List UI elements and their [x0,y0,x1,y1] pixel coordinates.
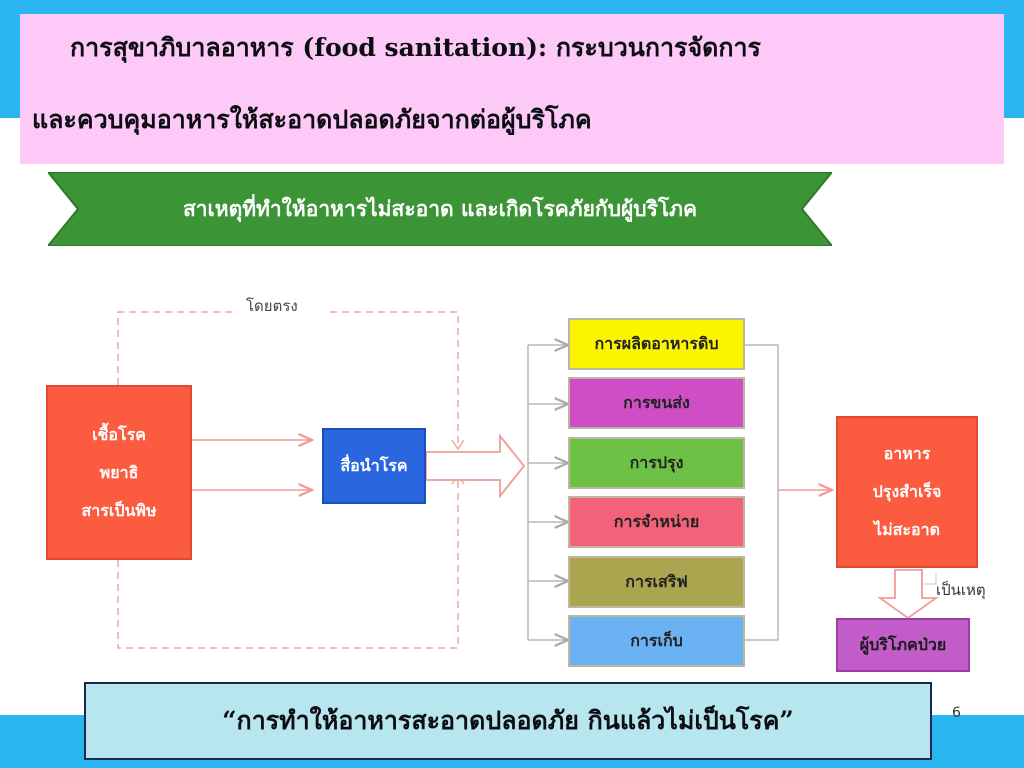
steps-right-bracket [745,344,779,641]
direct-label: โดยตรง [246,297,298,315]
cause-label-tick [922,572,937,585]
quote-box: “การทำให้อาหารสะอาดปลอดภัย กินแล้วไม่เป็… [84,682,932,760]
step-transport: การขนส่ง [568,377,745,429]
source-item-toxins: สารเป็นพิษ [81,500,157,520]
vector-to-steps-arrow [425,433,526,499]
step-cooking: การปรุง [568,437,745,489]
header-box: การสุขาภิบาลอาหาร (food sanitation): กระ… [20,14,1004,164]
header-line-2: และควบคุมอาหารให้สะอาดปลอดภัยจากต่อผู้บร… [32,105,592,134]
cause-label: เป็นเหตุ [936,581,986,599]
page-number: 6 [952,705,961,721]
step-selling: การจำหน่าย [568,496,745,548]
result-line-prepared: ปรุงสำเร็จ [872,482,942,501]
cause-banner: สาเหตุที่ทำให้อาหารไม่สะอาด และเกิดโรคภั… [48,172,832,246]
steps-left-ticks [528,345,568,640]
step-raw-production: การผลิตอาหารดิบ [568,318,745,370]
result-to-outcome-arrow [877,569,939,620]
quote-text: “การทำให้อาหารสะอาดปลอดภัย กินแล้วไม่เป็… [222,706,794,735]
source-item-germs: เชื้อโรค [92,424,146,444]
step-serving: การเสริฟ [568,556,745,608]
direct-path [117,311,459,649]
source-box: เชื้อโรค พยาธิ สารเป็นพิษ [46,385,192,560]
step-storage: การเก็บ [568,615,745,667]
outcome-box: ผู้บริโภคป่วย [836,618,970,672]
header-line-1: การสุขาภิบาลอาหาร (food sanitation): กระ… [70,33,761,62]
result-line-food: อาหาร [883,444,931,463]
vector-box: สื่อนำโรค [322,428,426,504]
source-item-parasites: พยาธิ [99,462,139,482]
result-box: อาหาร ปรุงสำเร็จ ไม่สะอาด [836,416,978,568]
result-line-unclean: ไม่สะอาด [874,520,940,539]
banner-text: สาเหตุที่ทำให้อาหารไม่สะอาด และเกิดโรคภั… [183,193,697,223]
